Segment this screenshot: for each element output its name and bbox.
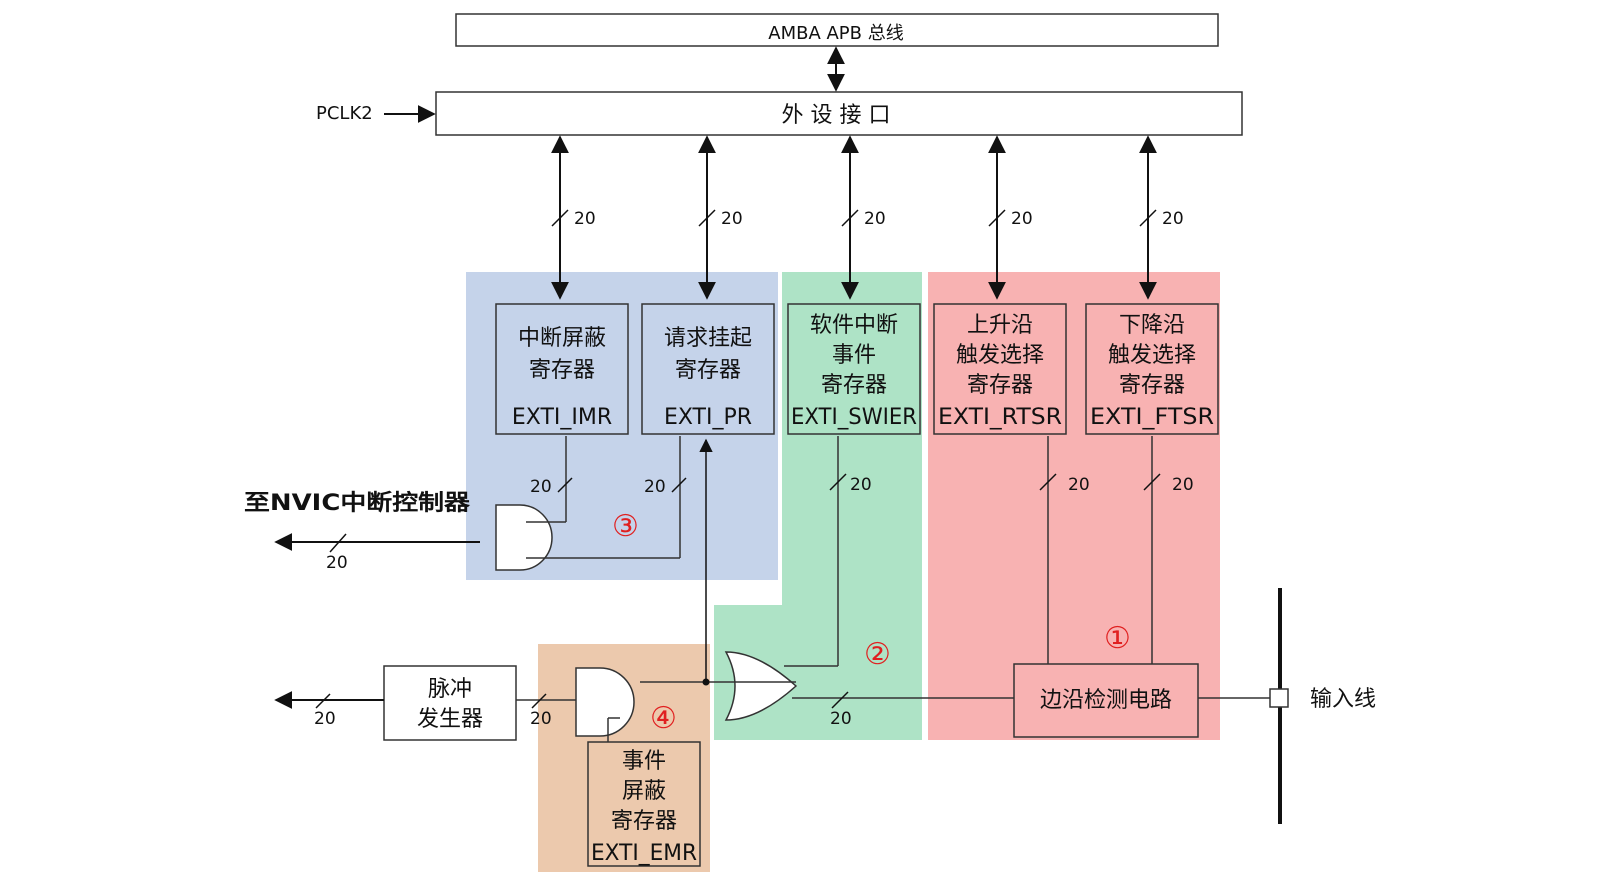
marker-3: ③ <box>612 509 639 544</box>
bus-width-imr-out: 20 <box>530 477 552 497</box>
svg-text:中断屏蔽: 中断屏蔽 <box>518 326 606 351</box>
peripheral-interface <box>435 91 1243 136</box>
svg-text:触发选择: 触发选择 <box>956 343 1044 368</box>
input-line-label: 输入线 <box>1310 687 1376 712</box>
svg-text:屏蔽: 屏蔽 <box>622 779 666 804</box>
peripheral-interface-label: 外 设 接 口 <box>782 103 891 128</box>
bus-width-pr: 20 <box>721 209 743 229</box>
region-trigger-red <box>928 272 1220 740</box>
bus-width-swier: 20 <box>864 209 886 229</box>
and-gate-event <box>575 667 635 737</box>
register-imr-name: EXTI_IMR <box>512 405 612 430</box>
region-swier-green <box>782 272 922 740</box>
bus-slash-marks <box>551 209 1157 227</box>
bus-width-event-out: 20 <box>314 709 336 729</box>
svg-text:上升沿: 上升沿 <box>967 313 1033 338</box>
bus-width-swier-out: 20 <box>850 475 872 495</box>
and-gate-interrupt <box>495 504 553 571</box>
register-rtsr-name: EXTI_RTSR <box>938 405 1062 430</box>
edge-detect-circuit <box>1013 663 1199 738</box>
svg-text:寄存器: 寄存器 <box>1119 373 1185 398</box>
svg-text:发生器: 发生器 <box>417 707 483 732</box>
bus-width-pr-out: 20 <box>644 477 666 497</box>
svg-text:请求挂起: 请求挂起 <box>664 326 752 351</box>
bus-width-ftsr-out: 20 <box>1172 475 1194 495</box>
register-ftsr: 下降沿 触发选择 寄存器 EXTI_FTSR <box>1085 303 1219 435</box>
to-nvic-label: 至NVIC中断控制器 <box>244 490 471 516</box>
svg-text:脉冲: 脉冲 <box>428 677 472 702</box>
register-ftsr-name: EXTI_FTSR <box>1090 405 1214 430</box>
svg-text:寄存器: 寄存器 <box>967 373 1033 398</box>
amba-apb-bus-label: AMBA APB 总线 <box>768 23 903 44</box>
register-rtsr: 上升沿 触发选择 寄存器 EXTI_RTSR <box>933 303 1067 435</box>
amba-apb-bus <box>455 13 1219 47</box>
register-pr-name: EXTI_PR <box>664 405 752 430</box>
pclk2-label: PCLK2 <box>316 103 373 124</box>
svg-text:触发选择: 触发选择 <box>1108 343 1196 368</box>
bus-width-rtsr: 20 <box>1011 209 1033 229</box>
register-emr: 事件 屏蔽 寄存器 EXTI_EMR <box>587 741 701 867</box>
register-pr: 请求挂起 寄存器 EXTI_PR <box>641 303 775 435</box>
pulse-generator <box>383 665 517 741</box>
svg-text:寄存器: 寄存器 <box>611 809 677 834</box>
marker-4: ④ <box>650 701 677 736</box>
svg-text:下降沿: 下降沿 <box>1119 313 1185 338</box>
svg-text:事件: 事件 <box>622 749 666 774</box>
svg-text:事件: 事件 <box>832 343 876 368</box>
register-swier-name: EXTI_SWIER <box>791 405 917 430</box>
or-gate <box>724 651 798 721</box>
bus-width-rtsr-out: 20 <box>1068 475 1090 495</box>
svg-text:寄存器: 寄存器 <box>821 373 887 398</box>
edge-detect-label: 边沿检测电路 <box>1040 688 1172 713</box>
svg-text:寄存器: 寄存器 <box>675 358 741 383</box>
register-imr: 中断屏蔽 寄存器 EXTI_IMR <box>495 303 629 435</box>
bus-width-nvic: 20 <box>326 553 348 573</box>
svg-text:软件中断: 软件中断 <box>810 313 898 338</box>
bus-width-event-in: 20 <box>530 709 552 729</box>
input-port <box>1269 688 1289 708</box>
svg-text:寄存器: 寄存器 <box>529 358 595 383</box>
bus-width-ftsr: 20 <box>1162 209 1184 229</box>
marker-1: ① <box>1104 621 1131 656</box>
register-emr-name: EXTI_EMR <box>591 841 697 866</box>
register-swier: 软件中断 事件 寄存器 EXTI_SWIER <box>787 303 921 435</box>
bus-width-edge-out: 20 <box>830 709 852 729</box>
bus-width-imr: 20 <box>574 209 596 229</box>
marker-2: ② <box>864 637 891 672</box>
